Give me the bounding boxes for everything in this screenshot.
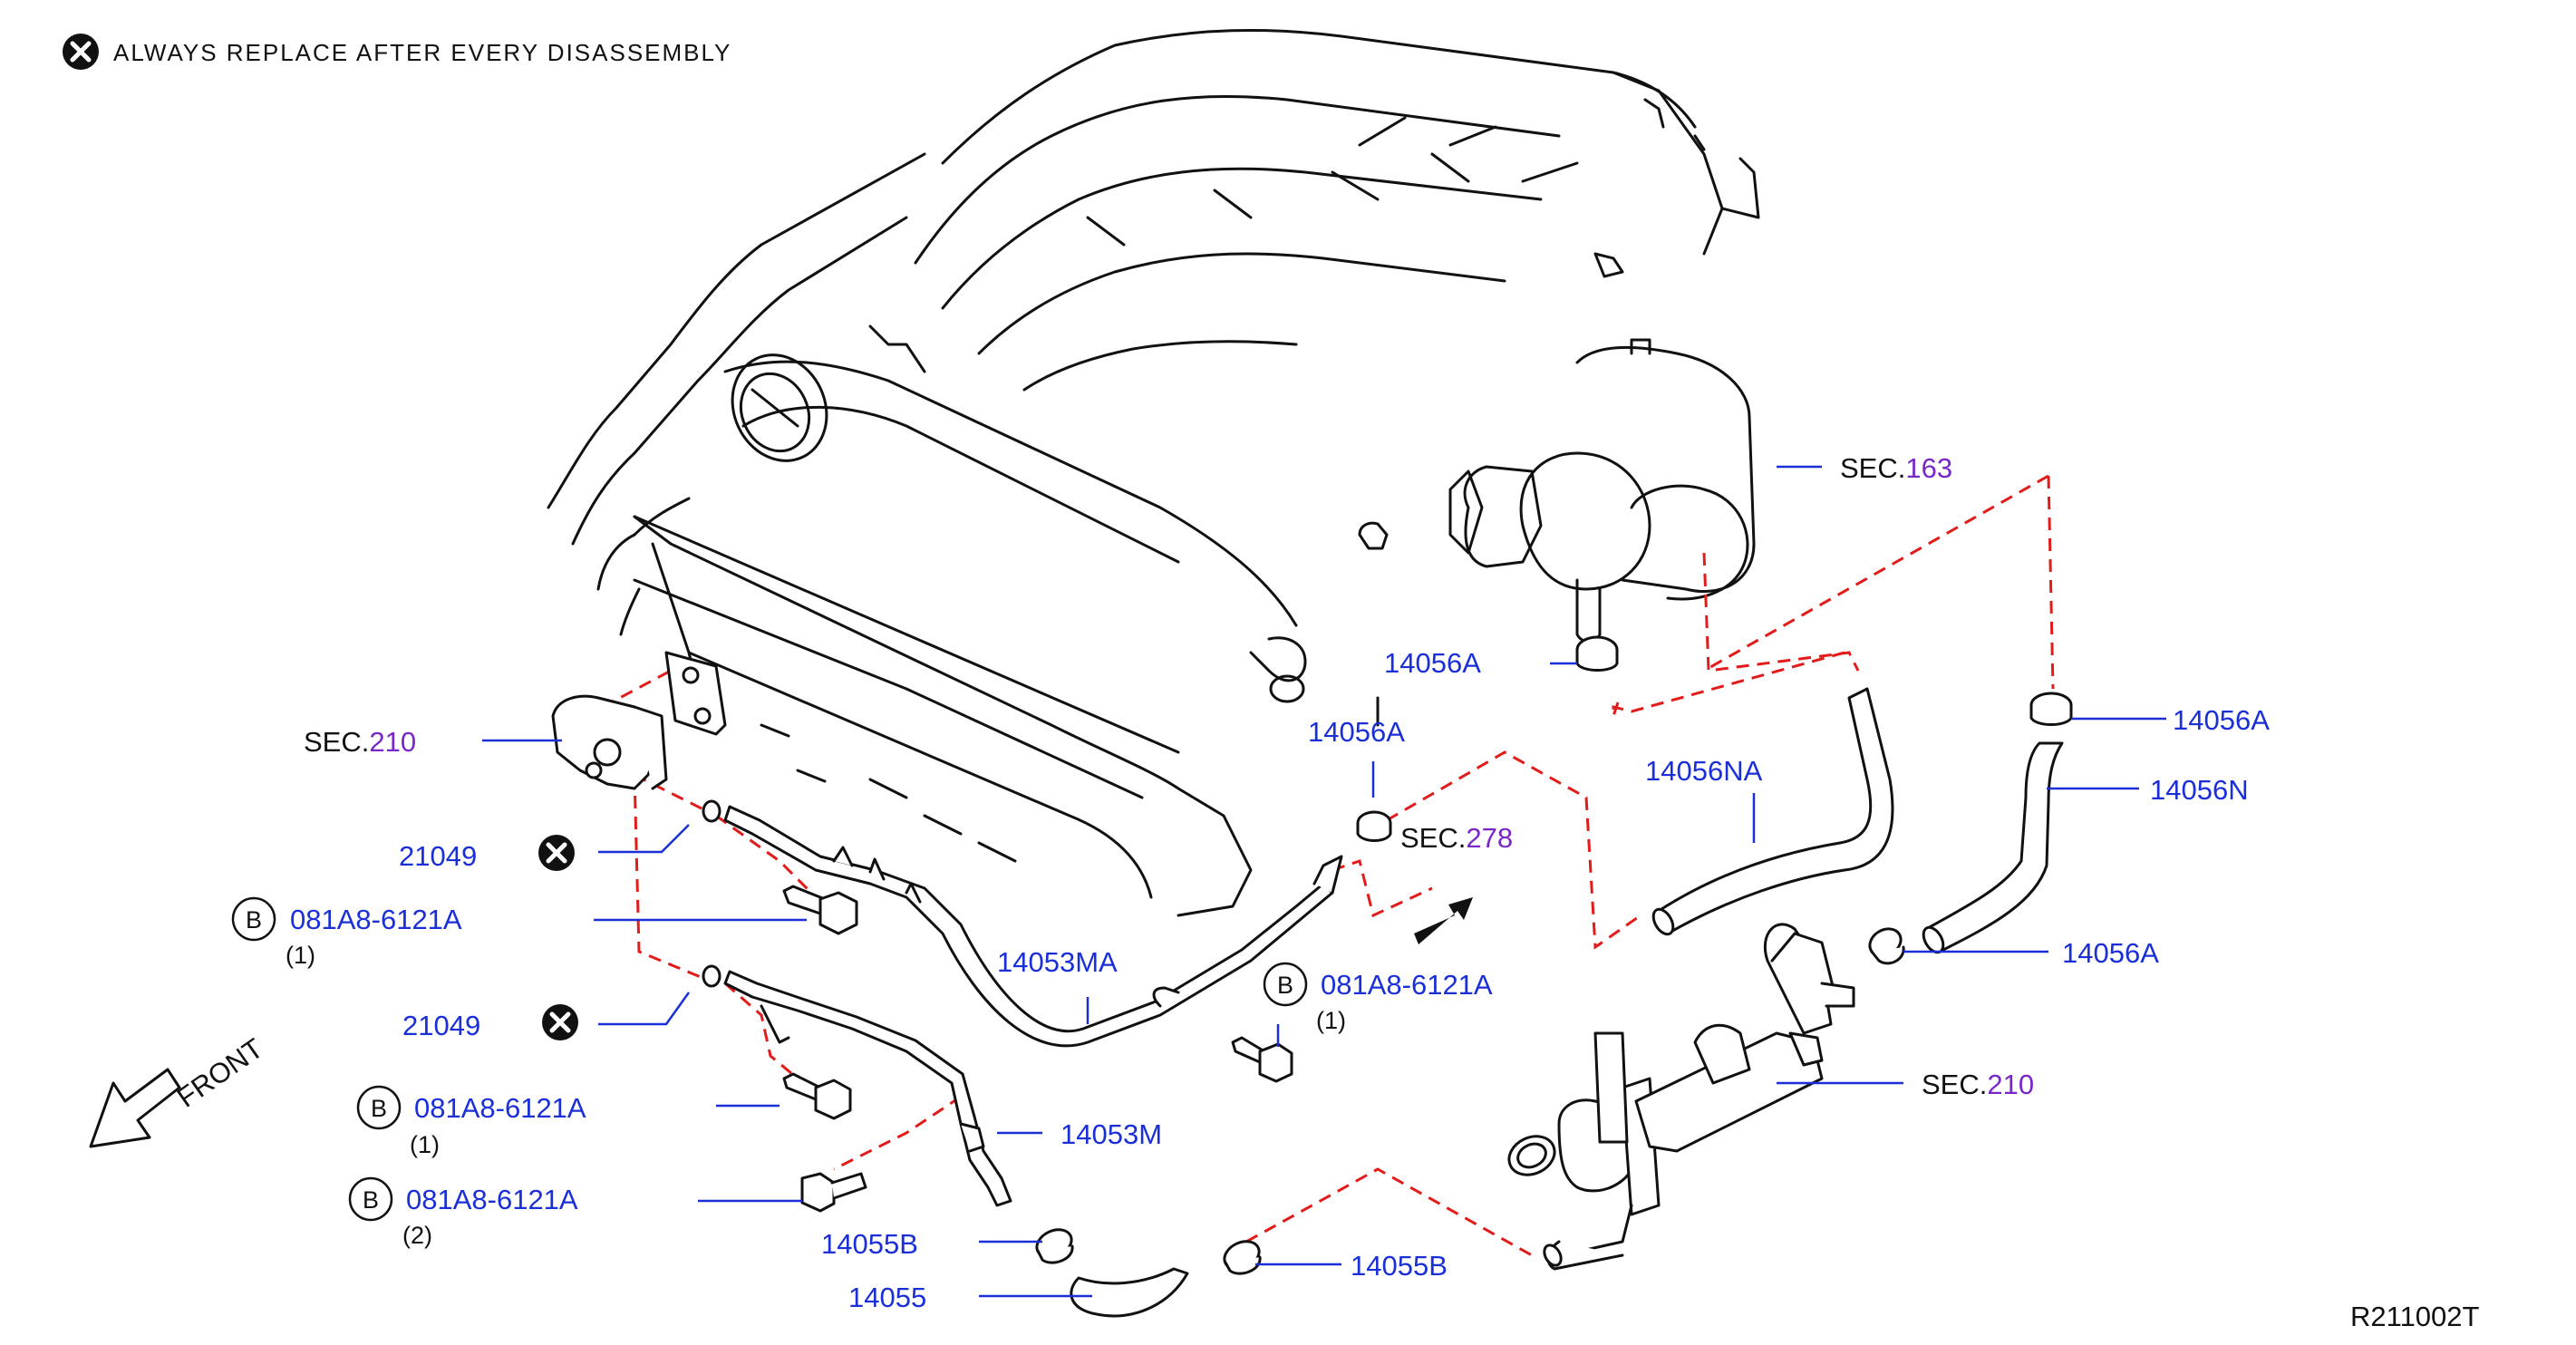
bolt-callout-1[interactable]: B 081A8-6121A (1) <box>231 896 462 969</box>
arrow-icon <box>1414 897 1473 944</box>
svg-text:B: B <box>363 1186 379 1214</box>
x-circle-icon <box>63 34 99 70</box>
parts <box>551 635 2073 1318</box>
diagram-ref-code: R211002T <box>2350 1301 2480 1332</box>
clamp-14056A-right-bottom <box>1868 927 1905 965</box>
bolt-code: 081A8-6121A <box>414 1092 586 1124</box>
b-badge <box>1263 962 1308 1007</box>
part-label-14055[interactable]: 14055 <box>848 1282 926 1313</box>
bolt-callout-3[interactable]: B 081A8-6121A (1) <box>356 1085 586 1158</box>
svg-text:B: B <box>1277 972 1293 999</box>
svg-text:B: B <box>246 906 262 934</box>
clamp-14056A-throttle <box>1575 635 1619 672</box>
hose-14056N <box>1924 741 2064 953</box>
part-label-14056NA[interactable]: 14056NA <box>1645 755 1763 787</box>
bolt-callout-4[interactable]: B 081A8-6121A (2) <box>348 1176 578 1249</box>
bolt-qty: (1) <box>410 1131 440 1158</box>
part-label-14056A-center[interactable]: 14056A <box>1308 716 1405 748</box>
front-label: FRONT <box>171 1032 269 1114</box>
water-pipe-14053M <box>723 970 1012 1207</box>
bolt-qty: (2) <box>402 1222 432 1249</box>
part-label-14055B-left[interactable]: 14055B <box>821 1228 918 1260</box>
part-label-21049-lower[interactable]: 21049 <box>402 1010 480 1041</box>
front-arrow-icon <box>89 1068 181 1148</box>
water-inlet-right <box>1507 923 1855 1271</box>
b-badge <box>348 1176 393 1222</box>
part-label-14053M[interactable]: 14053M <box>1060 1118 1162 1150</box>
part-label-14056A-right-top[interactable]: 14056A <box>2173 704 2270 736</box>
sec-ref-210-left[interactable]: SEC.210 <box>304 726 416 758</box>
b-badge <box>356 1085 402 1130</box>
bolt-code: 081A8-6121A <box>406 1184 578 1215</box>
b-badge <box>231 896 276 942</box>
svg-text:B: B <box>371 1095 387 1122</box>
bolt-qty: (1) <box>286 942 315 969</box>
clamp-14055B-left <box>1035 1228 1074 1264</box>
clamp-14056A-center <box>1356 810 1392 842</box>
part-label-14055B-right[interactable]: 14055B <box>1351 1250 1448 1282</box>
part-label-14056N[interactable]: 14056N <box>2150 774 2249 806</box>
bolt-center <box>1231 1036 1293 1083</box>
sec-ref-163[interactable]: SEC.163 <box>1840 452 1952 484</box>
replace-note: ALWAYS REPLACE AFTER EVERY DISASSEMBLY <box>63 34 731 70</box>
o-ring-upper <box>702 799 721 823</box>
engine-outline <box>547 28 1760 917</box>
bolt-mid-left <box>782 1072 852 1120</box>
bolt-qty: (1) <box>1316 1007 1346 1034</box>
front-indicator: FRONT <box>89 1032 269 1148</box>
water-outlet-left <box>551 651 727 790</box>
bolt-code: 081A8-6121A <box>1321 969 1493 1001</box>
sec-ref-210-right[interactable]: SEC.210 <box>1922 1069 2034 1100</box>
o-ring-lower <box>702 964 721 988</box>
part-label-14056A-throttle[interactable]: 14056A <box>1384 647 1481 679</box>
sec-ref-278[interactable]: SEC.278 <box>1400 822 1513 854</box>
leader-lines <box>482 465 2166 1298</box>
bolt-callout-2[interactable]: B 081A8-6121A (1) <box>1263 962 1493 1034</box>
hose-14056NA <box>1657 687 1894 935</box>
hose-14055 <box>1070 1267 1189 1318</box>
callout-labels: SEC.163 SEC.210 SEC.278 SEC.210 14056A 1… <box>231 452 2270 1313</box>
bolt-upper-left <box>782 885 858 935</box>
reference-dash-lines <box>602 474 2055 1257</box>
clamp-14056A-right-top <box>2029 692 2073 726</box>
part-label-14056A-right-bottom[interactable]: 14056A <box>2062 937 2159 969</box>
replace-note-text: ALWAYS REPLACE AFTER EVERY DISASSEMBLY <box>113 39 731 66</box>
bolt-lower-left <box>800 1172 867 1213</box>
clamp-14055B-right <box>1223 1240 1262 1275</box>
x-circle-icon <box>542 1004 578 1040</box>
x-circle-icon <box>538 835 575 871</box>
part-label-21049-upper[interactable]: 21049 <box>399 840 477 872</box>
part-label-14053MA[interactable]: 14053MA <box>997 946 1118 978</box>
bolt-code: 081A8-6121A <box>290 904 462 935</box>
